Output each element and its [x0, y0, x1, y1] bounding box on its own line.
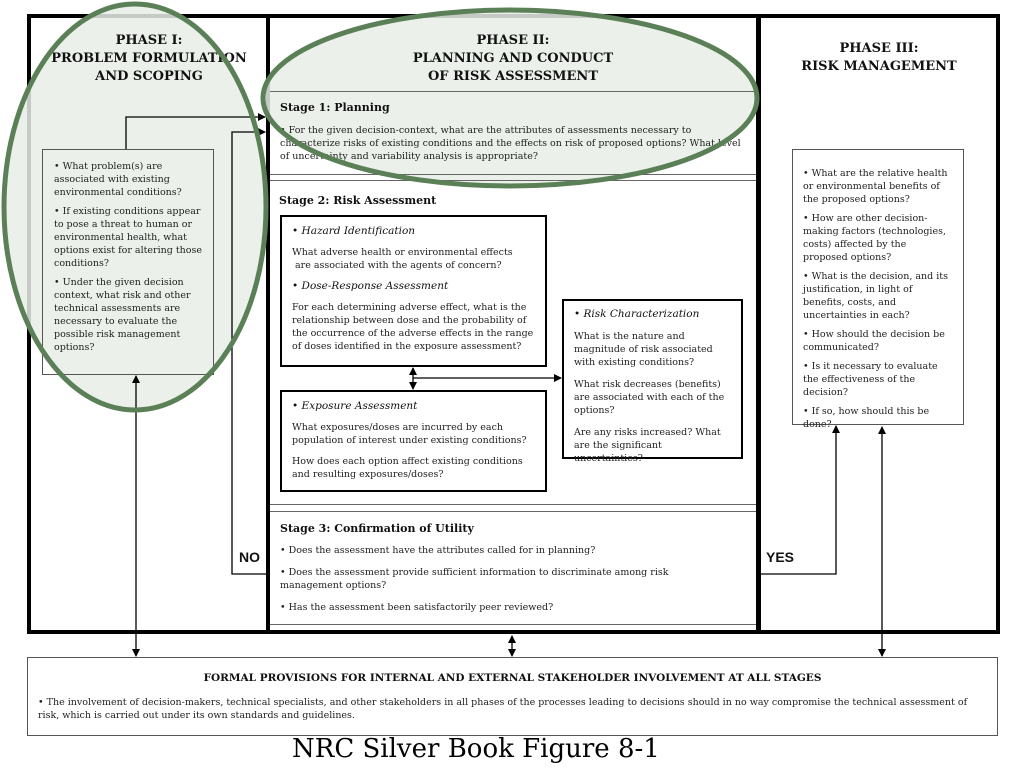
stage3-bottom-divider: [270, 624, 756, 625]
phase3-question: • How should the decision be communicate…: [803, 329, 945, 353]
stage1-top-divider: [270, 91, 756, 92]
phase1-question: • What problem(s) are associated with ex…: [54, 161, 182, 198]
stage2-top-divider: [270, 180, 756, 181]
risk-text1: What is the nature and magnitude of risk…: [574, 331, 713, 368]
phase3-question: • How are other decision-making factors …: [803, 213, 946, 263]
risk-text2: What risk decreases (benefits) are assoc…: [574, 379, 725, 416]
hazard-dose-box: • Hazard Identification What adverse hea…: [280, 215, 547, 367]
risk-characterization-box: • Risk Characterization What is the natu…: [562, 299, 743, 464]
phase1-title-line2: PROBLEM FORMULATION: [51, 51, 247, 66]
stage3-section: Stage 3: Confirmation of Utility • Does …: [280, 522, 748, 614]
phase3-title-line2: RISK MANAGEMENT: [801, 59, 957, 74]
phase2-title-line3: OF RISK ASSESSMENT: [427, 69, 598, 84]
stage3-title: Stage 3: Confirmation of Utility: [280, 522, 474, 535]
yes-label: YES: [766, 549, 795, 565]
stage1-title: Stage 1: Planning: [280, 101, 390, 114]
phase1-title-line1: PHASE I:: [115, 33, 183, 48]
phase1-title: PHASE I: PROBLEM FORMULATION AND SCOPING: [30, 32, 268, 86]
stage1-bottom-divider: [270, 174, 756, 175]
stage3-q3: • Has the assessment been satisfactorily…: [280, 602, 554, 613]
footer-text: • The involvement of decision-makers, te…: [38, 697, 968, 721]
stage3-top-divider: [270, 511, 756, 512]
phase3-questions-box: • What are the relative health or enviro…: [792, 149, 964, 430]
phase2-title: PHASE II: PLANNING AND CONDUCT OF RISK A…: [270, 32, 756, 86]
phase1-question: • Under the given decision context, what…: [54, 277, 191, 353]
exposure-text2: How does each option affect existing con…: [292, 456, 523, 480]
no-label: NO: [239, 549, 260, 565]
hazard-text-line1: What adverse health or environmental eff…: [292, 247, 513, 258]
stage3-q2: • Does the assessment provide sufficient…: [280, 567, 669, 591]
phase2-title-line1: PHASE II:: [476, 33, 550, 48]
exposure-assessment-title: • Exposure Assessment: [292, 400, 418, 412]
phase1-title-line3: AND SCOPING: [95, 69, 203, 84]
figure-caption: NRC Silver Book Figure 8-1: [292, 734, 660, 764]
hazard-identification-title: • Hazard Identification: [292, 225, 416, 237]
exposure-text1: What exposures/doses are incurred by eac…: [292, 422, 527, 446]
risk-characterization-title: • Risk Characterization: [574, 308, 700, 320]
phase2-title-line2: PLANNING AND CONDUCT: [412, 51, 614, 66]
stakeholder-footer-box: FORMAL PROVISIONS FOR INTERNAL AND EXTER…: [27, 657, 998, 736]
stage2-title: Stage 2: Risk Assessment: [279, 194, 437, 207]
dose-response-text: For each determining adverse effect, wha…: [292, 302, 534, 352]
exposure-box: • Exposure Assessment What exposures/dos…: [280, 390, 547, 492]
phase3-question: • What are the relative health or enviro…: [803, 168, 948, 205]
stage1-text: • For the given decision-context, what a…: [280, 125, 741, 162]
stage1-section: Stage 1: Planning • For the given decisi…: [280, 101, 748, 163]
phase1-question: • If existing conditions appear to pose …: [54, 206, 203, 269]
stage3-q1: • Does the assessment have the attribute…: [280, 545, 596, 556]
dose-response-title: • Dose-Response Assessment: [292, 280, 449, 292]
phase3-question: • If so, how should this be done?: [803, 406, 930, 430]
risk-text3: Are any risks increased? What are the si…: [574, 427, 721, 464]
phase3-title: PHASE III: RISK MANAGEMENT: [762, 40, 996, 76]
stage2-bottom-divider: [270, 504, 756, 505]
footer-title: FORMAL PROVISIONS FOR INTERNAL AND EXTER…: [203, 672, 822, 684]
phase3-title-line1: PHASE III:: [839, 41, 919, 56]
phase3-question: • Is it necessary to evaluate the effect…: [803, 361, 938, 398]
hazard-text-line2: are associated with the agents of concer…: [292, 260, 502, 271]
phase1-questions-box: • What problem(s) are associated with ex…: [42, 149, 214, 375]
phase3-question: • What is the decision, and its justific…: [803, 271, 948, 321]
